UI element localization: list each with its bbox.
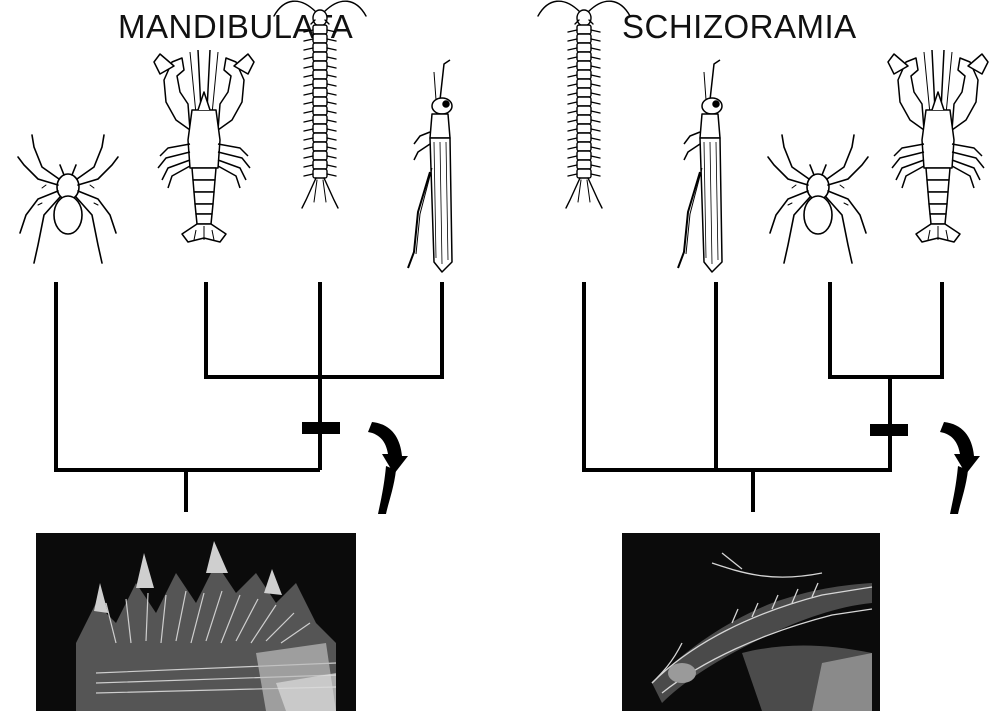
schizoramia-tree bbox=[584, 282, 942, 512]
mandible-photo bbox=[36, 533, 356, 711]
lobster-icon bbox=[888, 50, 988, 242]
curved-arrow-icon bbox=[368, 422, 408, 514]
spider-icon bbox=[768, 135, 868, 263]
grasshopper-icon bbox=[408, 60, 452, 272]
centipede-icon bbox=[274, 1, 366, 208]
biramous-limb-photo bbox=[622, 533, 880, 711]
grasshopper-icon bbox=[678, 60, 722, 272]
curved-arrow-icon bbox=[940, 422, 980, 514]
centipede-icon bbox=[538, 1, 630, 208]
character-bar bbox=[302, 422, 340, 434]
lobster-icon bbox=[154, 50, 254, 242]
mandibulata-tree bbox=[56, 282, 442, 512]
spider-icon bbox=[18, 135, 118, 263]
character-bar bbox=[870, 424, 908, 436]
